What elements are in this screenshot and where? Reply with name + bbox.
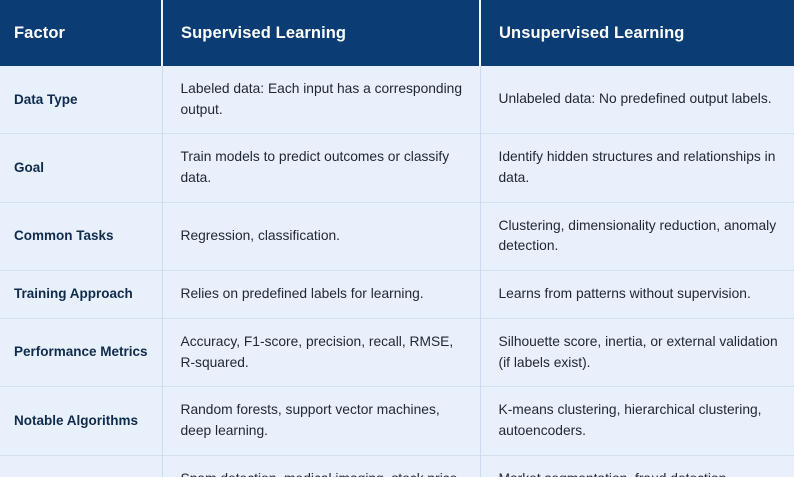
- cell-supervised: Labeled data: Each input has a correspon…: [162, 66, 481, 134]
- cell-factor: Goal: [0, 133, 163, 203]
- column-header-factor[interactable]: Factor: [0, 0, 163, 66]
- cell-unsupervised: Unlabeled data: No predefined output lab…: [480, 66, 794, 134]
- table-row: Goal Train models to predict outcomes or…: [0, 133, 794, 203]
- cell-supervised: Regression, classification.: [162, 201, 481, 271]
- table-row: Performance Metrics Accuracy, F1-score, …: [0, 317, 794, 387]
- cell-unsupervised: Silhouette score, inertia, or external v…: [480, 317, 794, 387]
- table-body: Data Type Labeled data: Each input has a…: [0, 66, 794, 477]
- cell-supervised: Relies on predefined labels for learning…: [162, 270, 481, 319]
- cell-unsupervised: Identify hidden structures and relations…: [480, 133, 794, 203]
- table-row: Common Tasks Regression, classification.…: [0, 201, 794, 271]
- cell-factor: Training Approach: [0, 270, 163, 319]
- table-row: Real-World Uses Spam detection, medical …: [0, 454, 794, 477]
- cell-factor: Notable Algorithms: [0, 386, 163, 456]
- cell-factor: Data Type: [0, 66, 163, 134]
- cell-supervised: Train models to predict outcomes or clas…: [162, 133, 481, 203]
- cell-unsupervised: Learns from patterns without supervision…: [480, 270, 794, 319]
- header-row: Factor Supervised Learning Unsupervised …: [0, 0, 794, 66]
- cell-supervised: Accuracy, F1-score, precision, recall, R…: [162, 317, 481, 387]
- cell-supervised: Random forests, support vector machines,…: [162, 386, 481, 456]
- cell-unsupervised: Market segmentation, fraud detection, re…: [480, 454, 794, 477]
- table-row: Training Approach Relies on predefined l…: [0, 270, 794, 319]
- cell-factor: Common Tasks: [0, 201, 163, 271]
- cell-unsupervised: K-means clustering, hierarchical cluster…: [480, 386, 794, 456]
- column-header-unsupervised-learning[interactable]: Unsupervised Learning: [480, 0, 794, 66]
- table-row: Data Type Labeled data: Each input has a…: [0, 66, 794, 134]
- cell-factor: Real-World Uses: [0, 454, 163, 477]
- cell-factor: Performance Metrics: [0, 317, 163, 387]
- table-header: Factor Supervised Learning Unsupervised …: [0, 0, 794, 66]
- column-header-supervised-learning[interactable]: Supervised Learning: [162, 0, 481, 66]
- cell-supervised: Spam detection, medical imaging, stock p…: [162, 454, 481, 477]
- cell-unsupervised: Clustering, dimensionality reduction, an…: [480, 201, 794, 271]
- table-row: Notable Algorithms Random forests, suppo…: [0, 386, 794, 456]
